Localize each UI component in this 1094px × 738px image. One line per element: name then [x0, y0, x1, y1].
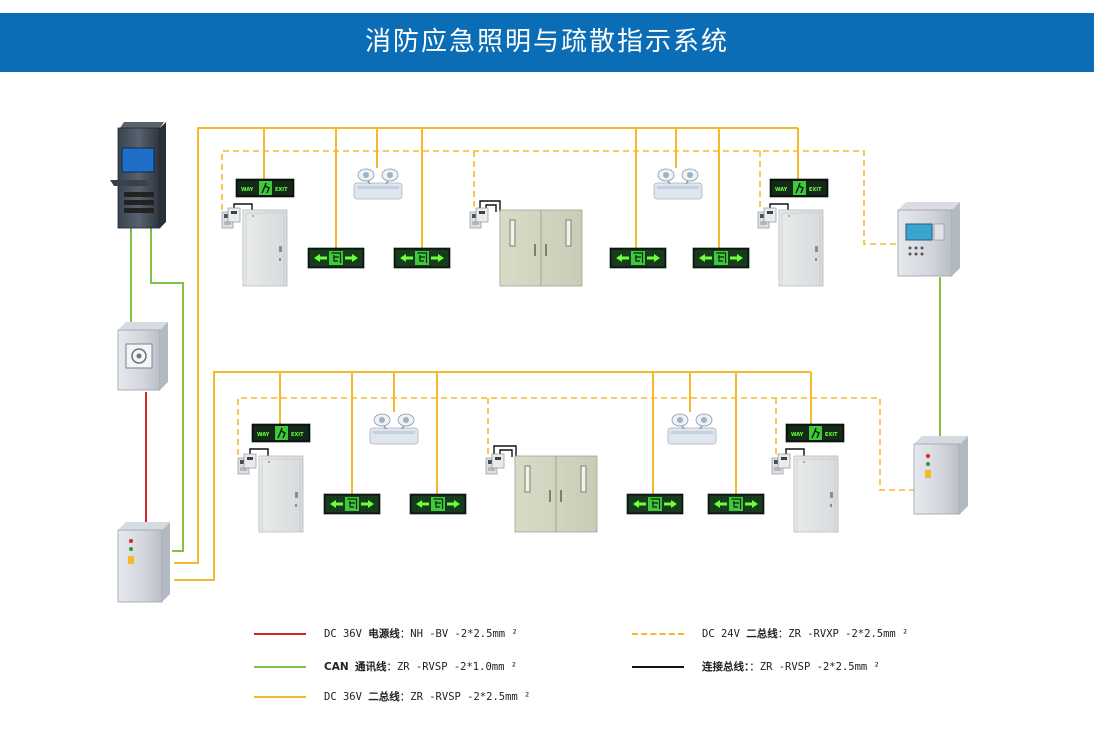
exit-sign-upper-2	[769, 178, 829, 198]
direction-sign-lower-3	[626, 493, 684, 515]
door-lower-right	[793, 455, 839, 533]
emergency-distribution-box-left	[117, 522, 170, 603]
bus-36v-lower	[174, 371, 812, 581]
legend-connect-bus: 连接总线：：ZR -RVSP -2*2.5mm ²	[632, 657, 932, 677]
door-monitor-lower-1	[237, 453, 257, 475]
monitoring-host-cabinet	[110, 122, 166, 229]
direction-sign-upper-2	[393, 247, 451, 269]
page-title: 消防应急照明与疏散指示系统	[364, 27, 729, 57]
legend-swatch-red	[254, 633, 306, 635]
double-door-lower	[514, 455, 598, 533]
emergency-distribution-box-right	[913, 436, 968, 515]
door-monitor-upper-1	[221, 207, 241, 229]
legend-label: DC 36V 电源线：NH -BV -2*2.5mm ²	[324, 628, 518, 640]
door-monitor-lower-3	[771, 453, 791, 475]
legend-label: DC 36V 二总线：ZR -RVSP -2*2.5mm ²	[324, 691, 531, 703]
legend-bus-36v: DC 36V 二总线：ZR -RVSP -2*2.5mm ²	[254, 687, 574, 707]
double-door-upper	[499, 209, 583, 287]
legend-power-line: DC 36V 电源线：NH -BV -2*2.5mm ²	[254, 624, 574, 644]
can-lines	[130, 226, 941, 552]
legend-swatch-yellow-dashed	[632, 633, 684, 635]
door-upper-left	[242, 209, 288, 287]
exit-sign-lower-1	[251, 423, 311, 443]
direction-sign-lower-4	[707, 493, 765, 515]
bus-24v-lower	[237, 397, 914, 491]
fire-alarm-controller	[897, 202, 960, 277]
legend-label: 连接总线：：ZR -RVSP -2*2.5mm ²	[702, 661, 880, 673]
emergency-light-upper-1	[353, 168, 403, 200]
direction-sign-lower-2	[409, 493, 467, 515]
bus-36v-upper	[174, 127, 799, 564]
exit-sign-lower-2	[785, 423, 845, 443]
door-monitor-lower-2	[485, 453, 505, 475]
legend-swatch-yellow-solid	[254, 696, 306, 698]
emergency-light-lower-1	[369, 413, 419, 445]
legend-can-line: CAN 通讯线：ZR -RVSP -2*1.0mm ²	[254, 657, 574, 677]
centralized-power-box	[117, 322, 168, 391]
legend-label: CAN 通讯线：ZR -RVSP -2*1.0mm ²	[324, 661, 518, 673]
direction-sign-upper-3	[609, 247, 667, 269]
direction-sign-upper-1	[307, 247, 365, 269]
legend-bus-24v: DC 24V 二总线：ZR -RVXP -2*2.5mm ²	[632, 624, 932, 644]
door-lower-left	[258, 455, 304, 533]
door-monitor-upper-3	[757, 207, 777, 229]
door-upper-right	[778, 209, 824, 287]
emergency-light-lower-2	[667, 413, 717, 445]
door-monitor-upper-2	[469, 207, 489, 229]
title-banner: 消防应急照明与疏散指示系统	[0, 13, 1094, 72]
legend-swatch-black	[632, 666, 684, 668]
legend-label: DC 24V 二总线：ZR -RVXP -2*2.5mm ²	[702, 628, 909, 640]
legend-swatch-green	[254, 666, 306, 668]
exit-sign-upper-1	[235, 178, 295, 198]
direction-sign-upper-4	[692, 247, 750, 269]
emergency-light-upper-2	[653, 168, 703, 200]
direction-sign-lower-1	[323, 493, 381, 515]
bus-24v-upper	[221, 150, 898, 245]
